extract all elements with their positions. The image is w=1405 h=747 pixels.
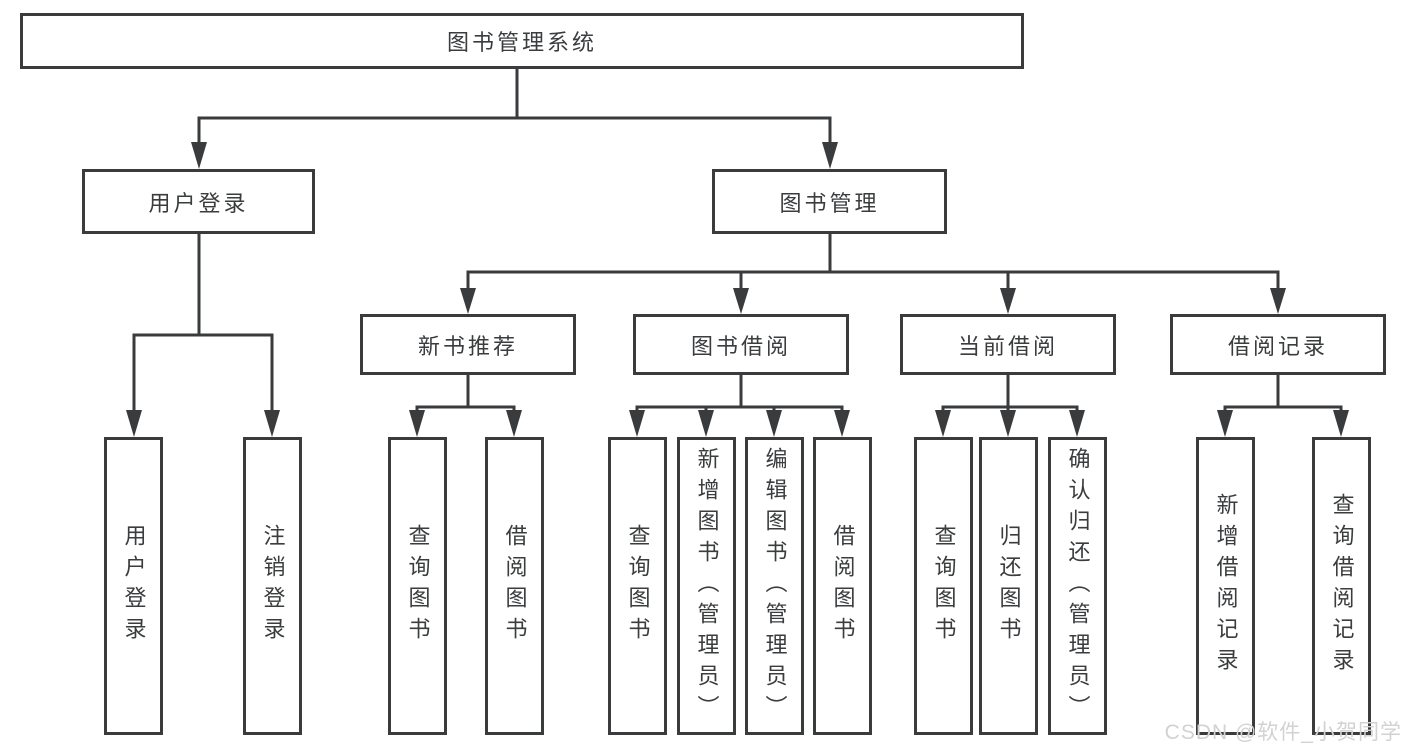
- leaf-user-login: 用户登录: [104, 437, 163, 735]
- node-current-borrowing-label: 当前借阅: [957, 333, 1058, 359]
- leaf-add-books-admin-label: 新增图书（管理员）: [694, 446, 720, 726]
- node-root-system: 图书管理系统: [20, 13, 1024, 69]
- connector-borrowrec-to-leaves: [1223, 375, 1343, 420]
- connector-bookmgmt-to-level3: [466, 234, 1280, 298]
- node-book-management-label: 图书管理: [779, 190, 880, 216]
- leaf-confirm-return-admin-label: 确认归还（管理员）: [1065, 446, 1091, 726]
- leaf-borrow-books-recommend-label: 借阅图书: [502, 524, 528, 648]
- node-borrowing-records-label: 借阅记录: [1227, 333, 1328, 359]
- leaf-logout: 注销登录: [243, 437, 302, 735]
- leaf-query-books-borrowing-label: 查询图书: [625, 524, 651, 648]
- node-book-borrowing-label: 图书借阅: [690, 333, 791, 359]
- leaf-user-login-label: 用户登录: [121, 524, 147, 648]
- leaf-query-books-recommend: 查询图书: [388, 437, 447, 735]
- node-book-borrowing: 图书借阅: [633, 314, 849, 375]
- csdn-watermark: CSDN @软件_小贺同学: [1164, 721, 1402, 744]
- node-user-login: 用户登录: [82, 169, 315, 234]
- leaf-borrow-books: 借阅图书: [813, 437, 872, 735]
- leaf-query-borrow-record: 查询借阅记录: [1312, 437, 1371, 735]
- leaf-edit-books-admin: 编辑图书（管理员）: [745, 437, 804, 735]
- connector-root-to-level2: [197, 69, 832, 150]
- node-root-label: 图书管理系统: [446, 30, 597, 55]
- leaf-query-borrow-record-label: 查询借阅记录: [1329, 493, 1355, 679]
- node-borrowing-records: 借阅记录: [1170, 314, 1386, 375]
- node-new-book-recommend-label: 新书推荐: [417, 333, 518, 359]
- leaf-add-borrow-record-label: 新增借阅记录: [1213, 493, 1239, 679]
- node-user-login-label: 用户登录: [148, 190, 249, 216]
- leaf-query-books-current-label: 查询图书: [931, 524, 957, 648]
- connector-curborrow-to-leaves: [941, 375, 1079, 420]
- leaf-add-borrow-record: 新增借阅记录: [1196, 437, 1255, 735]
- leaf-confirm-return-admin: 确认归还（管理员）: [1048, 437, 1107, 735]
- node-new-book-recommend: 新书推荐: [360, 314, 576, 375]
- leaf-query-books-current: 查询图书: [914, 437, 973, 735]
- leaf-borrow-books-recommend: 借阅图书: [485, 437, 544, 735]
- connector-newrec-to-leaves: [415, 375, 516, 420]
- leaf-query-books-borrowing: 查询图书: [608, 437, 667, 735]
- connector-userlogin-to-leaves: [132, 234, 274, 420]
- leaf-add-books-admin: 新增图书（管理员）: [677, 437, 736, 735]
- leaf-edit-books-admin-label: 编辑图书（管理员）: [762, 446, 788, 726]
- node-book-management: 图书管理: [712, 169, 947, 234]
- leaf-return-books-label: 归还图书: [996, 524, 1022, 648]
- leaf-return-books: 归还图书: [979, 437, 1038, 735]
- leaf-logout-label: 注销登录: [260, 524, 286, 648]
- node-current-borrowing: 当前借阅: [900, 314, 1116, 375]
- leaf-borrow-books-label: 借阅图书: [830, 524, 856, 648]
- leaf-query-books-recommend-label: 查询图书: [405, 524, 431, 648]
- connector-bookborrow-to-leaves: [635, 375, 844, 420]
